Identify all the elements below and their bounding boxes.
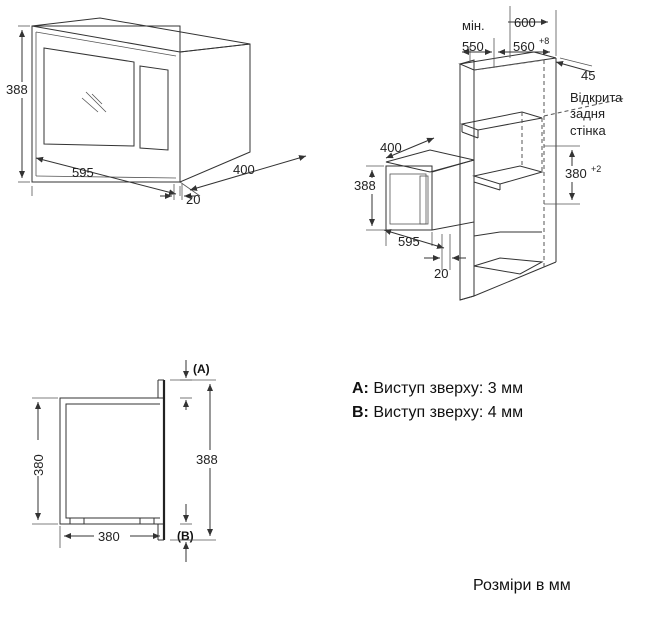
bottom-shelf xyxy=(473,257,544,275)
appliance-depth-label: 400 xyxy=(380,140,402,155)
front-view: 388 595 400 20 xyxy=(4,17,307,207)
legend-a: A: Виступ зверху: 3 мм xyxy=(352,380,523,398)
legend-a-key: A: xyxy=(352,380,369,397)
legend-b-key: B: xyxy=(352,404,369,421)
niche-width-tol: +8 xyxy=(539,36,549,46)
appliance-width-label: 595 xyxy=(398,234,420,249)
open-back-line-2: задня xyxy=(570,106,605,121)
niche-height-label: 380 xyxy=(565,166,587,181)
niche-frame-label: 20 xyxy=(434,266,448,281)
appliance-top-face xyxy=(31,17,251,53)
front-width-label: 595 xyxy=(72,165,94,180)
min-label: мін. xyxy=(462,18,485,33)
front-depth-label: 400 xyxy=(233,162,255,177)
control-panel xyxy=(139,65,169,151)
niche-width-label: 560 xyxy=(513,39,535,54)
open-back-line-1: Відкрита xyxy=(570,90,623,105)
outer-height-label: 388 xyxy=(196,452,218,467)
niche-outline xyxy=(59,397,164,525)
legend-b: B: Виступ зверху: 4 мм xyxy=(352,404,523,422)
side-gap-label: 45 xyxy=(581,68,595,83)
front-height-label: 388 xyxy=(6,82,28,97)
legend-a-text: Виступ зверху: 3 мм xyxy=(368,380,524,397)
inner-height-label: 380 xyxy=(31,454,46,476)
door-window xyxy=(43,47,135,147)
niche-view: мін. 600 550 560 +8 45 Відкрита задня ст… xyxy=(352,6,627,301)
units-note: Розміри в мм xyxy=(473,577,571,594)
appliance-side xyxy=(431,159,475,231)
middle-shelf xyxy=(472,165,544,185)
label-b: (B) xyxy=(177,529,194,543)
appliance-side-face xyxy=(179,43,251,183)
cabinet-left-board xyxy=(459,59,475,301)
front-frame-label: 20 xyxy=(186,192,200,207)
side-view: (A) (B) 380 388 380 xyxy=(30,360,223,562)
side-depth-label: 380 xyxy=(98,529,120,544)
open-back-line-3: стінка xyxy=(570,123,606,138)
cabinet-width-label: 600 xyxy=(514,15,536,30)
cabinet-depth-label: 550 xyxy=(462,39,484,54)
label-a: (A) xyxy=(193,362,210,376)
appliance-height-label: 388 xyxy=(354,178,376,193)
niche-height-tol: +2 xyxy=(591,164,601,174)
legend-b-text: Виступ зверху: 4 мм xyxy=(368,404,524,421)
